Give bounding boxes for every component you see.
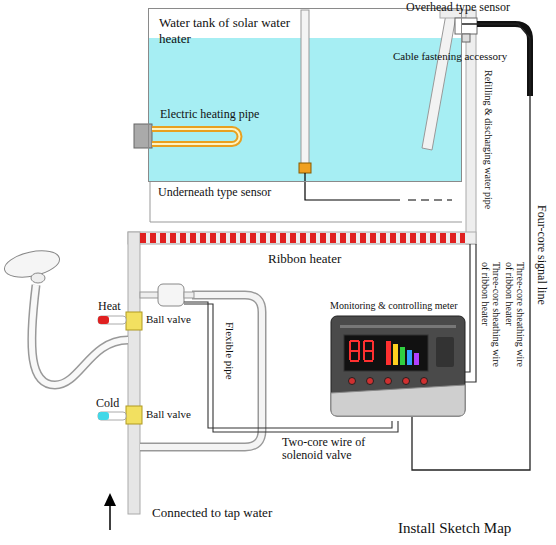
flexible-pipe-part bbox=[140, 295, 262, 447]
part-label: Refilling & discharging water pipe bbox=[483, 70, 495, 209]
meter-title: Monitoring & controlling meter bbox=[330, 300, 466, 312]
shower-hose bbox=[32, 285, 128, 385]
level-bar bbox=[393, 344, 398, 365]
meter-display bbox=[344, 335, 428, 371]
tank-inner-pipe-part bbox=[301, 10, 309, 165]
level-bar bbox=[414, 353, 419, 365]
cold-indicator-part bbox=[98, 412, 126, 420]
tank-inner-pipe bbox=[299, 10, 311, 173]
cold-indicator-part bbox=[98, 412, 109, 420]
thin-wire bbox=[150, 182, 462, 222]
sensor-wire-part bbox=[408, 199, 452, 200]
heat-indicator-part bbox=[98, 316, 109, 324]
segment bbox=[350, 350, 359, 352]
segment bbox=[358, 341, 360, 360]
part-label: Ribbon heater bbox=[268, 252, 341, 267]
overhead-sensor-part bbox=[455, 18, 477, 34]
solenoid-valve-part bbox=[140, 292, 160, 298]
tap-arrow bbox=[104, 493, 116, 530]
part-label: Two-core wire of solenoid valve bbox=[282, 436, 400, 462]
overhead-sensor-part bbox=[462, 34, 470, 42]
segment bbox=[364, 360, 373, 362]
sensor-wire bbox=[305, 173, 452, 200]
water-tank: Water tank of solar water heater bbox=[148, 8, 462, 182]
segment bbox=[364, 350, 373, 352]
part-label: Electric heating pipe bbox=[160, 108, 259, 122]
segment bbox=[349, 341, 351, 360]
ribbon-wires-part bbox=[465, 244, 476, 382]
water-pipe-part bbox=[128, 232, 476, 244]
part-label: Flexible pipe bbox=[223, 322, 236, 380]
segment bbox=[372, 341, 374, 360]
electric-heating-pipe-part bbox=[134, 124, 152, 148]
meter-button bbox=[385, 378, 392, 385]
part-label: Connected to tap water bbox=[152, 506, 272, 521]
flexible-pipe bbox=[140, 295, 262, 447]
refill-pipe-part bbox=[422, 14, 456, 150]
shower-head bbox=[2, 246, 62, 283]
meter-side bbox=[436, 337, 454, 367]
part-label: Overhead type sensor bbox=[406, 1, 510, 15]
segment bbox=[350, 360, 359, 362]
segment bbox=[364, 340, 373, 342]
ribbon-wires bbox=[465, 244, 476, 382]
meter-button bbox=[403, 378, 410, 385]
ball-valve-part bbox=[126, 312, 142, 330]
part-label: Three-core sheathing wire of ribbon heat… bbox=[504, 262, 526, 374]
overhead-sensor bbox=[455, 18, 477, 42]
controller-meter: Monitoring & controlling meter bbox=[330, 300, 466, 417]
meter-device bbox=[330, 315, 466, 417]
tank-inner-pipe-part bbox=[299, 163, 311, 173]
electric-heating-pipe-part bbox=[152, 129, 240, 144]
flexible-pipe-part bbox=[140, 295, 262, 447]
part-label: Cable fastening accessory bbox=[393, 50, 507, 63]
meter-button bbox=[421, 378, 428, 385]
segment bbox=[350, 340, 359, 342]
heat-indicator-part bbox=[98, 316, 126, 324]
shower-hose-part bbox=[32, 285, 128, 385]
level-bar bbox=[386, 341, 391, 365]
cold-indicator bbox=[98, 412, 126, 420]
solenoid-valve bbox=[140, 284, 194, 306]
ribbon-heater bbox=[140, 238, 465, 239]
caption: Install Sketch Map bbox=[398, 520, 511, 537]
level-bar bbox=[407, 350, 412, 365]
part-label: Three-core sheathing wire of ribbon heat… bbox=[480, 262, 502, 374]
sensor-wire-part bbox=[305, 173, 400, 200]
shower-head-part bbox=[31, 273, 45, 283]
edge-label: Four-core signal line bbox=[534, 205, 548, 305]
tap-arrow-part bbox=[104, 493, 116, 506]
electric-heating-pipe bbox=[134, 124, 240, 148]
meter-button bbox=[367, 378, 374, 385]
shower-hose-part bbox=[32, 285, 128, 385]
solenoid-valve-part bbox=[158, 284, 184, 306]
part-label: Heat bbox=[98, 300, 121, 314]
meter-strip bbox=[340, 325, 456, 328]
ribbon-heater-part bbox=[140, 233, 465, 243]
meter-panel bbox=[331, 385, 465, 416]
part-label: Ball valve bbox=[146, 313, 191, 326]
water-pipe-part bbox=[128, 232, 140, 514]
heat-indicator bbox=[98, 316, 126, 324]
tap-arrow-part bbox=[109, 504, 111, 530]
solenoid-valve-part bbox=[184, 292, 194, 298]
level-bar bbox=[400, 347, 405, 365]
refill-pipe-part bbox=[466, 10, 476, 244]
meter-button bbox=[349, 378, 356, 385]
electric-heating-pipe-part bbox=[152, 129, 240, 144]
ball-valve-part bbox=[126, 406, 142, 424]
part-label: Cold bbox=[96, 397, 119, 411]
ribbon-wires-part bbox=[465, 244, 470, 372]
thin-wire-part bbox=[150, 182, 462, 222]
segment bbox=[363, 341, 365, 360]
part-label: Underneath type sensor bbox=[158, 186, 271, 200]
part-label: Ball valve bbox=[146, 408, 191, 421]
refill-pipe bbox=[422, 10, 476, 244]
ball-valve bbox=[126, 312, 142, 424]
tank-title: Water tank of solar water heater bbox=[159, 15, 309, 46]
meter-body bbox=[331, 316, 465, 416]
water-pipe bbox=[128, 232, 476, 514]
